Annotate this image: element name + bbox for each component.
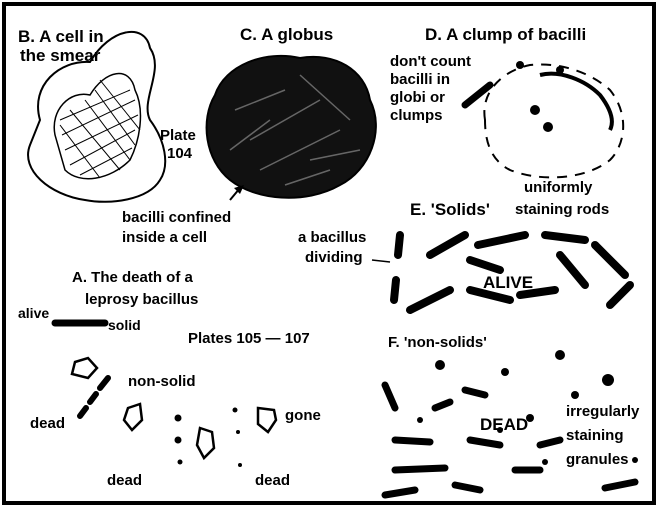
- outline-cell-2: [124, 404, 142, 430]
- clump-outline: [484, 64, 623, 177]
- panel-a-plates: Plates 105 — 107: [188, 330, 310, 347]
- panel-a-solid-label: solid: [108, 317, 141, 333]
- panel-c-plate-line1: Plate: [160, 127, 196, 144]
- panel-d-note-line1: don't count: [390, 53, 471, 70]
- panel-c-caption-line1: bacilli confined: [122, 209, 231, 226]
- outline-cell-3: [197, 428, 214, 458]
- panel-a-title-line1: A. The death of a: [72, 269, 194, 286]
- panel-c: C. A globus Plate 104 bacilli confined i…: [122, 25, 376, 246]
- panel-b: B. A cell in the smear: [18, 27, 165, 202]
- panel-f-caption-line1: irregularly: [566, 403, 640, 420]
- clump-granule: [530, 105, 540, 115]
- panel-e-dividing-line1: a bacillus: [298, 229, 366, 246]
- panel-a-title-line2: leprosy bacillus: [85, 291, 198, 308]
- dividing-pointer: [372, 260, 390, 262]
- panel-f-title: F. 'non-solids': [388, 334, 487, 351]
- panel-a-non-solid-label: non-solid: [128, 373, 196, 390]
- clump-granule: [516, 61, 524, 69]
- dead-granules: [175, 408, 243, 468]
- panel-a-gone-label: gone: [285, 407, 321, 424]
- panel-d-note-line2: bacilli in: [390, 71, 450, 88]
- panel-f-caption-line3: granules: [566, 451, 629, 468]
- cell-nucleus-outline: [54, 74, 140, 179]
- panel-f-state: DEAD: [480, 415, 528, 434]
- panel-a-dead-label-2: dead: [107, 472, 142, 489]
- panel-d-title: D. A clump of bacilli: [425, 25, 586, 44]
- panel-e-title: E. 'Solids': [410, 200, 490, 219]
- clump-granule: [543, 122, 553, 132]
- outline-cell-1: [72, 358, 97, 378]
- panel-f-caption-line2: staining: [566, 427, 624, 444]
- panel-c-title: C. A globus: [240, 25, 333, 44]
- cell-hatching: [60, 80, 140, 178]
- panel-d-note-line3: globi or: [390, 89, 445, 106]
- panel-a-alive-label: alive: [18, 305, 49, 321]
- panel-b-title-line1: B. A cell in: [18, 27, 104, 46]
- panel-a-dead-label-3: dead: [255, 472, 290, 489]
- non-solid-rod-fragments: [80, 378, 108, 416]
- clump-granule: [556, 66, 564, 74]
- panel-d-caption-line1: uniformly: [524, 179, 593, 196]
- panel-c-plate-line2: 104: [167, 145, 193, 162]
- panel-c-caption-line2: inside a cell: [122, 229, 207, 246]
- globus-mass: [207, 56, 376, 198]
- panel-e-state: ALIVE: [483, 273, 533, 292]
- panel-d-note-line4: clumps: [390, 107, 443, 124]
- panel-f: F. 'non-solids' DEAD irregularly stainin…: [385, 334, 640, 495]
- panel-a-dead-label-1: dead: [30, 415, 65, 432]
- panel-a: A. The death of a leprosy bacillus alive…: [18, 269, 321, 489]
- panel-d: D. A clump of bacilli don't count bacill…: [390, 25, 623, 218]
- panel-d-caption-line2: staining rods: [515, 201, 609, 218]
- panel-e-dividing-line2: dividing: [305, 249, 363, 266]
- panel-b-title-line2: the smear: [20, 46, 101, 65]
- outline-cell-4: [258, 408, 276, 432]
